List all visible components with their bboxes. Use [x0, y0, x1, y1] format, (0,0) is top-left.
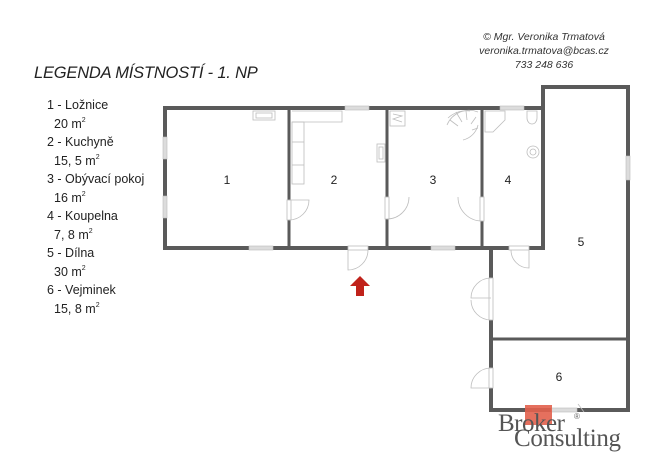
- interior-walls: [287, 108, 628, 341]
- legend-item-5: 5 - Dílna 30 m2: [47, 244, 144, 281]
- logo-accent: [525, 405, 552, 425]
- logo-consulting: Consulting: [514, 425, 621, 452]
- windows: [162, 105, 631, 413]
- room-name: 3 - Obývací pokoj: [47, 172, 145, 186]
- room-area: 30 m2: [54, 264, 86, 279]
- room-name: 5 - Dílna: [47, 246, 95, 260]
- author-phone: 733 248 636: [514, 59, 574, 71]
- author-email: veronika.trmatova@bcas.cz: [479, 45, 609, 57]
- room-label-1: 1: [224, 173, 231, 187]
- legend-item-4: 4 - Koupelna 7, 8 m2: [47, 207, 144, 244]
- room-label-3: 3: [430, 173, 437, 187]
- broker-consulting-logo: Broker ® Consulting: [496, 410, 636, 460]
- legend-item-2: 2 - Kuchyně 15, 5 m2: [47, 133, 144, 170]
- room-label-2: 2: [331, 173, 338, 187]
- legend-item-6: 6 - Vejminek 15, 8 m2: [47, 281, 144, 318]
- room-name: 4 - Koupelna: [47, 209, 118, 223]
- author-name: © Mgr. Veronika Trmatová: [483, 31, 605, 43]
- doors: [286, 196, 530, 389]
- room-area: 15, 8 m2: [54, 301, 100, 316]
- room-area: 16 m2: [54, 190, 86, 205]
- room-name: 1 - Ložnice: [47, 98, 109, 112]
- legend-title: LEGENDA MÍSTNOSTÍ - 1. NP: [34, 64, 258, 82]
- walls: [163, 85, 630, 412]
- room-legend: 1 - Ložnice 20 m2 2 - Kuchyně 15, 5 m2 3…: [47, 96, 144, 318]
- room-area: 15, 5 m2: [54, 153, 100, 168]
- room-label-4: 4: [505, 173, 512, 187]
- room-name: 6 - Vejminek: [47, 283, 116, 297]
- logo-registered: ®: [574, 412, 580, 421]
- room-labels: 1 2 3 4 5 6: [224, 173, 585, 384]
- fixtures: [252, 109, 585, 413]
- logo-broker: Broker: [498, 410, 565, 437]
- room-area: 20 m2: [54, 116, 86, 131]
- entrance-arrow-icon: [350, 276, 370, 296]
- author-credits: © Mgr. Veronika Trmatová veronika.trmato…: [444, 30, 644, 72]
- room-label-6: 6: [556, 370, 563, 384]
- room-name: 2 - Kuchyně: [47, 135, 114, 149]
- legend-item-1: 1 - Ložnice 20 m2: [47, 96, 144, 133]
- room-area: 7, 8 m2: [54, 227, 93, 242]
- legend-item-3: 3 - Obývací pokoj 16 m2: [47, 170, 144, 207]
- room-label-5: 5: [578, 235, 585, 249]
